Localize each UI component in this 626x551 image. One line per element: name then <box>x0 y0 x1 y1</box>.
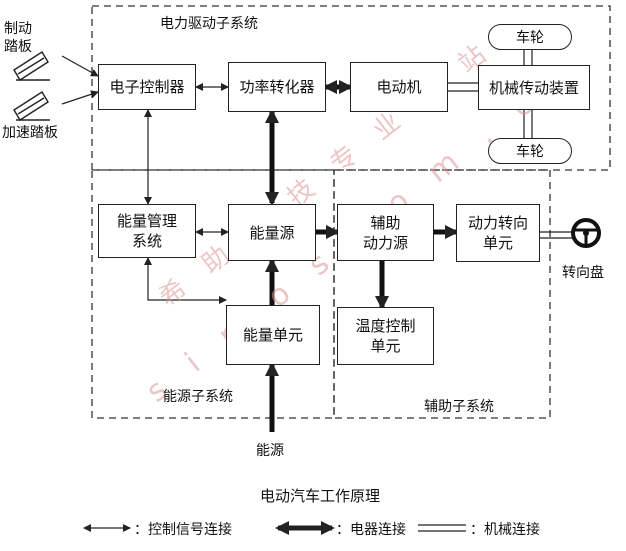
legend-control-text: ：控制信号连接 <box>134 522 232 538</box>
brake-pedal-icon <box>13 51 50 81</box>
drive-subsystem-label: 电力驱动子系统 <box>160 16 258 32</box>
steering-wheel-icon <box>571 218 601 248</box>
energy-management-box: 能量管理 系统 <box>98 204 196 258</box>
electronic-controller-box: 电子控制器 <box>98 64 196 110</box>
brake-pedal-label: 制动 踏板 <box>4 21 32 55</box>
aux-power-source-box: 辅助 动力源 <box>337 204 434 261</box>
power-steering-box: 动力转向 单元 <box>456 204 540 262</box>
diagram-caption: 电动汽车工作原理 <box>260 487 381 505</box>
energy-source-box: 能量源 <box>228 204 316 261</box>
wheel-top: 车轮 <box>488 24 572 50</box>
legend-mechanical-text: ：机械连接 <box>470 522 540 538</box>
accelerator-pedal-icon <box>13 91 50 121</box>
steering-wheel-label: 转向盘 <box>562 265 604 281</box>
legend-electric-text: ：电器连接 <box>336 522 406 538</box>
power-converter-box: 功率转化器 <box>228 62 326 112</box>
energy-subsystem-label: 能源子系统 <box>163 389 233 405</box>
accelerator-pedal-label: 加速踏板 <box>2 125 58 141</box>
transmission-box: 机械传动装置 <box>478 65 590 110</box>
motor-box: 电动机 <box>350 62 448 112</box>
aux-subsystem-border <box>333 169 551 419</box>
energy-input-label: 能源 <box>256 443 284 459</box>
aux-subsystem-label: 辅助子系统 <box>424 399 494 415</box>
energy-unit-box: 能量单元 <box>226 305 320 365</box>
wheel-bottom: 车轮 <box>488 138 572 164</box>
temperature-control-box: 温度控制 单元 <box>337 307 434 365</box>
